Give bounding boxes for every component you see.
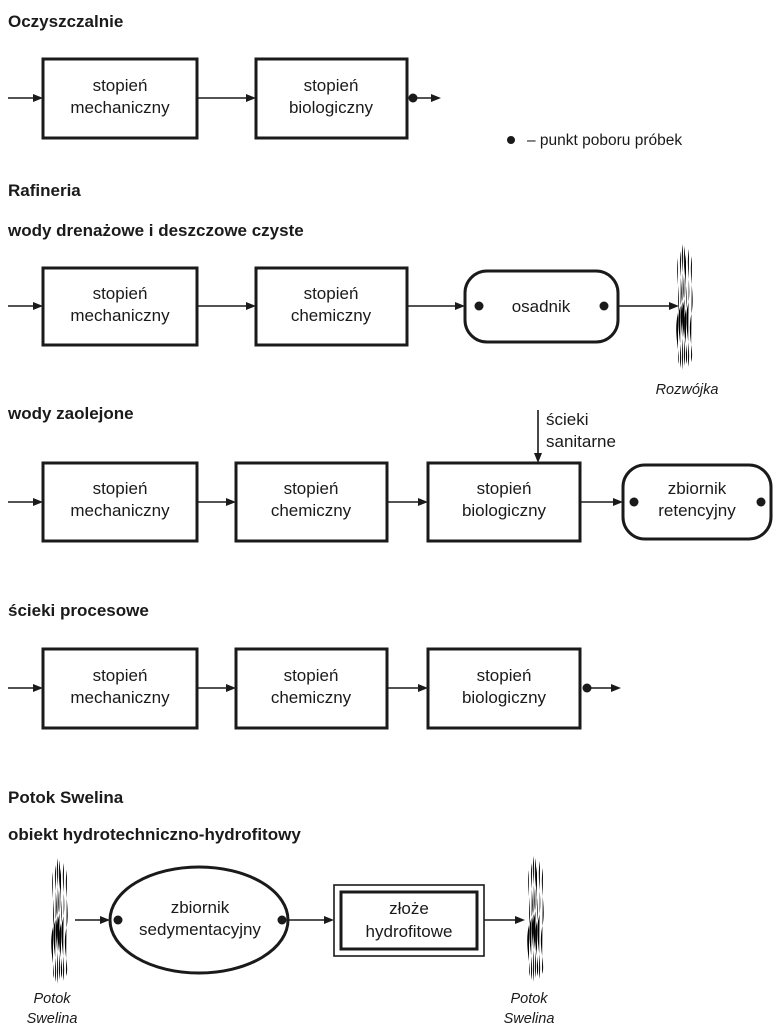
river-label-line2: Swelina: [27, 1011, 78, 1027]
box-label-line2: mechaniczny: [70, 98, 170, 117]
box-label-line2: chemiczny: [271, 501, 352, 520]
box-label-line2: sedymentacyjny: [139, 920, 261, 939]
section-title-potok-swelina: Potok Swelina: [8, 788, 124, 807]
retention-tank-box: [621, 463, 773, 541]
box-label-line1: zbiornik: [668, 479, 727, 498]
box-label-line2: hydrofitowe: [366, 922, 453, 941]
sampling-point-dot-icon: [277, 915, 287, 925]
arrowhead: [100, 916, 110, 924]
arrowhead: [418, 498, 428, 506]
subsection-title-procesowe: ścieki procesowe: [8, 601, 149, 620]
box-label-line1: osadnik: [512, 297, 571, 316]
box-label-line1: zbiornik: [171, 898, 230, 917]
legend-sampling-dot-icon: [507, 136, 515, 144]
box-chemical-stage: [234, 647, 389, 730]
arrowhead: [33, 302, 43, 310]
box-label-line2: chemiczny: [271, 688, 352, 707]
hydrophyte-bed-box: [339, 890, 479, 951]
subsection-title-zaolejone: wody zaolejone: [7, 404, 134, 423]
box-label-line2: mechaniczny: [70, 501, 170, 520]
box-label-line1: stopień: [93, 284, 148, 303]
sampling-point-dot-icon: [599, 301, 609, 311]
river-label-line1: Potok: [33, 991, 71, 1007]
arrowhead: [33, 94, 43, 102]
arrowhead: [33, 684, 43, 692]
box-label-line2: retencyjny: [658, 501, 736, 520]
subsection-title-drenazowe: wody drenażowe i deszczowe czyste: [7, 221, 304, 240]
arrowhead: [246, 302, 256, 310]
arrowhead: [534, 453, 542, 463]
river-water-icon: [51, 858, 68, 984]
box-label-line1: stopień: [477, 479, 532, 498]
box-label-line1: stopień: [93, 479, 148, 498]
arrowhead: [613, 498, 623, 506]
box-label-line2: chemiczny: [291, 306, 372, 325]
inflow-label-line1: ścieki: [546, 410, 589, 429]
section-title-rafineria: Rafineria: [8, 181, 81, 200]
river-label: Rozwójka: [656, 382, 719, 398]
arrowhead: [455, 302, 465, 310]
arrowhead: [33, 498, 43, 506]
arrowhead: [226, 498, 236, 506]
legend-text: – punkt poboru próbek: [527, 132, 682, 149]
box-biological-stage: [426, 647, 582, 730]
box-biological-stage: [426, 461, 582, 543]
arrowhead: [246, 94, 256, 102]
box-chemical-stage: [234, 461, 389, 543]
box-label-line1: stopień: [284, 666, 339, 685]
box-mechanical-stage: [41, 266, 199, 347]
box-label-line1: stopień: [284, 479, 339, 498]
section-title-oczyszczalnie: Oczyszczalnie: [8, 12, 123, 31]
arrowhead: [324, 916, 334, 924]
river-water-icon: [676, 244, 693, 370]
arrowhead: [611, 684, 621, 692]
sampling-point-dot-icon: [629, 497, 639, 507]
sampling-point-dot-icon: [113, 915, 123, 925]
box-label-line1: stopień: [93, 666, 148, 685]
box-label-line1: stopień: [304, 284, 359, 303]
sampling-point-dot-icon: [474, 301, 484, 311]
box-biological-stage: [254, 57, 409, 140]
box-label-line1: stopień: [93, 76, 148, 95]
river-label-line1: Potok: [510, 991, 548, 1007]
box-mechanical-stage: [41, 647, 199, 730]
subsection-title-hydrotechniczny: obiekt hydrotechniczno-hydrofitowy: [8, 825, 301, 844]
arrowhead: [226, 684, 236, 692]
sampling-point-dot-icon: [756, 497, 766, 507]
box-chemical-stage: [254, 266, 409, 347]
river-water-icon: [527, 856, 544, 982]
arrowhead: [418, 684, 428, 692]
box-label-line2: mechaniczny: [70, 688, 170, 707]
box-label-line2: mechaniczny: [70, 306, 170, 325]
box-label-line1: złoże: [389, 899, 429, 918]
river-label-line2: Swelina: [504, 1011, 555, 1027]
box-label-line1: stopień: [304, 76, 359, 95]
arrowhead: [431, 94, 441, 102]
box-label-line2: biologiczny: [462, 501, 547, 520]
box-label-line2: biologiczny: [289, 98, 374, 117]
box-mechanical-stage: [41, 461, 199, 543]
arrowhead: [515, 916, 525, 924]
box-label-line2: biologiczny: [462, 688, 547, 707]
arrowhead: [669, 302, 679, 310]
inflow-label-line2: sanitarne: [546, 432, 616, 451]
box-label-line1: stopień: [477, 666, 532, 685]
